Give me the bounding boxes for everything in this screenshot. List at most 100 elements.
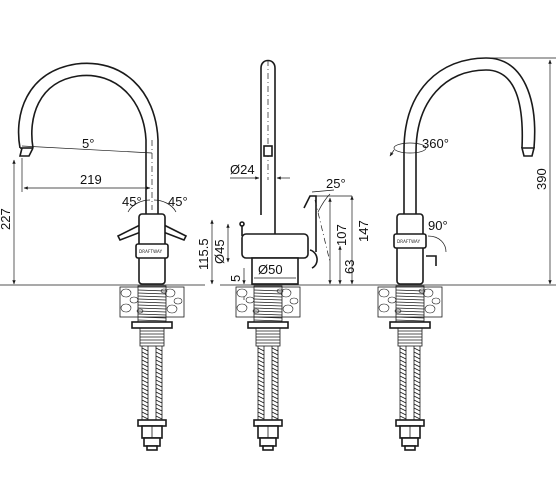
hose-braid — [413, 383, 421, 388]
rotation-ellipse — [393, 142, 427, 154]
hose-braid — [141, 407, 149, 412]
fitting-nut — [259, 437, 277, 447]
hose-braid — [271, 403, 279, 408]
hose-braid — [399, 403, 407, 408]
hose-braid — [399, 395, 407, 400]
shank-thread — [395, 313, 425, 316]
hose-braid — [413, 387, 421, 392]
hose-braid — [271, 355, 279, 360]
shank-thread — [253, 298, 283, 301]
shank-thread — [253, 316, 283, 319]
handle-angle-left-label: 45° — [122, 194, 142, 209]
hose-braid — [257, 407, 265, 412]
hose-braid — [257, 375, 265, 380]
shank-thread — [253, 289, 283, 292]
hose-braid — [271, 371, 279, 376]
hose-braid — [413, 371, 421, 376]
hose-braid — [399, 399, 407, 404]
hose-braid — [399, 407, 407, 412]
stone-pebble — [289, 297, 299, 305]
shank-thread — [395, 301, 425, 304]
hose-braid — [155, 415, 163, 420]
hose-braid — [141, 351, 149, 356]
shank-thread — [137, 292, 167, 295]
hose-braid — [141, 383, 149, 388]
right-aerator — [520, 147, 536, 157]
fitting-collar — [137, 419, 167, 427]
hose-braid — [257, 391, 265, 396]
hose-braid — [413, 395, 421, 400]
mount-washer — [131, 321, 173, 329]
shank-thread — [253, 310, 283, 313]
fitting-collar — [253, 419, 283, 427]
hose-braid — [413, 391, 421, 396]
left-spout-inner — [31, 74, 147, 215]
hose-braid — [413, 375, 421, 380]
hose-braid — [399, 383, 407, 388]
hose-braid — [271, 351, 279, 356]
hose-braid — [141, 403, 149, 408]
shank-thread — [253, 301, 283, 304]
shank-thread — [395, 310, 425, 313]
hose-braid — [399, 355, 407, 360]
base-assemblies — [119, 285, 443, 451]
reach-label: 219 — [80, 172, 102, 187]
fitting-tip — [404, 445, 416, 451]
shank-thread — [395, 295, 425, 298]
stone-pebble — [236, 288, 248, 298]
hose-braid — [413, 355, 421, 360]
flange-dia-label: Ø50 — [258, 262, 283, 277]
stone-pebble — [387, 296, 397, 304]
total-height-left-label: 227 — [0, 208, 13, 230]
stone-pebble — [129, 296, 139, 304]
right-brand-text: DRAFTWAY — [397, 239, 421, 244]
lever-angle-label: 25° — [326, 176, 346, 191]
hose-braid — [271, 395, 279, 400]
left-collar — [135, 243, 169, 259]
shank-thread — [253, 307, 283, 310]
lever-rotation-arc — [427, 235, 447, 253]
hose-braid — [141, 415, 149, 420]
hose-braid — [257, 355, 265, 360]
stone-slab — [235, 286, 301, 318]
shank-thread — [395, 307, 425, 310]
pipe-dia-label: Ø24 — [230, 162, 255, 177]
dim-5-label: 5 — [228, 275, 243, 282]
hose-braid — [413, 367, 421, 372]
hose-braid — [413, 411, 421, 416]
hose-braid — [271, 379, 279, 384]
hose-braid — [155, 351, 163, 356]
dim-147-label: 147 — [356, 220, 371, 242]
rotation-arrow — [389, 149, 395, 157]
stone-pebble — [282, 304, 294, 314]
hose-braid — [257, 399, 265, 404]
shank-thread — [395, 292, 425, 295]
lever-swing-line — [314, 199, 331, 263]
hose-braid — [271, 387, 279, 392]
hose-braid — [155, 347, 163, 352]
left-aerator — [18, 147, 34, 157]
hose-braid — [155, 383, 163, 388]
hose-braid — [413, 403, 421, 408]
hose-braid — [141, 371, 149, 376]
hose-braid — [399, 371, 407, 376]
hose-braid — [399, 347, 407, 352]
hose-braid — [413, 359, 421, 364]
shank-thread — [395, 316, 425, 319]
right-spout-inner — [415, 69, 524, 215]
hose-braid — [155, 355, 163, 360]
hose-braid — [141, 347, 149, 352]
dim-63-label: 63 — [342, 260, 357, 274]
right-body — [396, 213, 424, 285]
hose-braid — [141, 395, 149, 400]
hose-braid — [399, 379, 407, 384]
shank-thread — [253, 304, 283, 307]
dim-107-label: 107 — [334, 224, 349, 246]
hose-braid — [257, 387, 265, 392]
shank-thread — [395, 304, 425, 307]
hose-braid — [141, 367, 149, 372]
stone-pebble — [431, 297, 441, 305]
rotation-label: 360° — [422, 136, 449, 151]
